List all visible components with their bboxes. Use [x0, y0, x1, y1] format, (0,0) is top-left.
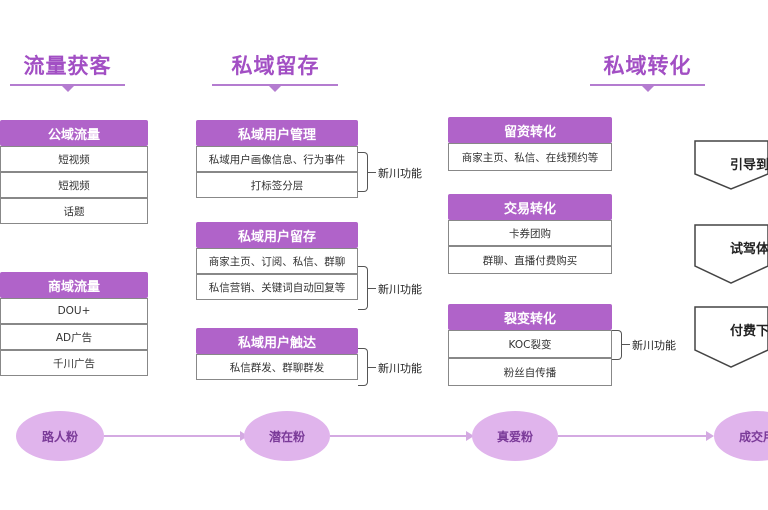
- box-trade-conversion-title: 交易转化: [448, 194, 612, 220]
- flow-arrow-icon: [706, 431, 714, 441]
- bracket-user-management: [358, 152, 368, 192]
- new-feature-label: 新川功能: [632, 339, 676, 352]
- heading-conversion: 私域转化: [603, 54, 692, 78]
- box-public-traffic-item: 话题: [0, 198, 148, 224]
- box-lead-conversion-item: 商家主页、私信、在线预约等: [448, 143, 612, 171]
- new-feature-label: 新川功能: [378, 283, 422, 296]
- stage-loyal: 真爱粉: [472, 411, 558, 461]
- funnel-label-trial: 试驾体: [730, 242, 768, 257]
- flow-connector: [330, 435, 470, 437]
- new-feature-label: 新川功能: [378, 362, 422, 375]
- box-commercial-traffic-title: 商域流量: [0, 272, 148, 298]
- stage-potential: 潜在粉: [244, 411, 330, 461]
- box-user-management-title: 私域用户管理: [196, 120, 358, 146]
- heading-acquisition-caret: [62, 86, 74, 92]
- new-feature-label: 新川功能: [378, 167, 422, 180]
- bracket-user-retention: [358, 266, 368, 310]
- funnel-shape-trial: [694, 224, 768, 284]
- box-fission-conversion-title: 裂变转化: [448, 304, 612, 330]
- box-trade-conversion-item: 卡券团购: [448, 220, 612, 246]
- heading-retention-underline: [212, 84, 338, 86]
- box-public-traffic-title: 公域流量: [0, 120, 148, 146]
- bracket-tick: [368, 288, 376, 289]
- box-user-retention-item: 私信营销、关键词自动回复等: [196, 274, 358, 300]
- box-public-traffic-item: 短视频: [0, 172, 148, 198]
- heading-retention-caret: [269, 86, 281, 92]
- bracket-tick: [622, 344, 630, 345]
- funnel-label-guide: 引导到: [730, 158, 768, 173]
- box-user-retention-item: 商家主页、订阅、私信、群聊: [196, 248, 358, 274]
- box-commercial-traffic-item: 千川广告: [0, 350, 148, 376]
- box-lead-conversion-title: 留资转化: [448, 117, 612, 143]
- box-user-retention-title: 私域用户留存: [196, 222, 358, 248]
- box-user-reach-title: 私域用户触达: [196, 328, 358, 354]
- heading-acquisition: 流量获客: [23, 54, 112, 78]
- box-user-management-item: 私域用户画像信息、行为事件: [196, 146, 358, 172]
- flow-connector: [558, 435, 710, 437]
- box-commercial-traffic-item: DOU+: [0, 298, 148, 324]
- funnel-label-payment: 付费下: [730, 324, 768, 339]
- heading-retention: 私域留存: [231, 54, 320, 78]
- stage-passerby: 路人粉: [16, 411, 104, 461]
- bracket-tick: [368, 367, 376, 368]
- box-trade-conversion-item: 群聊、直播付费购买: [448, 246, 612, 274]
- box-commercial-traffic-item: AD广告: [0, 324, 148, 350]
- flow-connector: [104, 435, 244, 437]
- heading-conversion-underline: [590, 84, 705, 86]
- box-fission-conversion-item: KOC裂变: [448, 330, 612, 358]
- box-user-reach-item: 私信群发、群聊群发: [196, 354, 358, 380]
- bracket-fission: [612, 330, 622, 360]
- heading-conversion-caret: [642, 86, 654, 92]
- bracket-tick: [368, 172, 376, 173]
- heading-acquisition-underline: [10, 84, 125, 86]
- funnel-shape-guide: [694, 140, 768, 190]
- flow-arrow-icon: [466, 431, 474, 441]
- box-public-traffic-item: 短视频: [0, 146, 148, 172]
- stage-customer: 成交用: [714, 411, 768, 461]
- bracket-user-reach: [358, 348, 368, 386]
- box-fission-conversion-item: 粉丝自传播: [448, 358, 612, 386]
- box-user-management-item: 打标签分层: [196, 172, 358, 198]
- funnel-shape-payment: [694, 306, 768, 368]
